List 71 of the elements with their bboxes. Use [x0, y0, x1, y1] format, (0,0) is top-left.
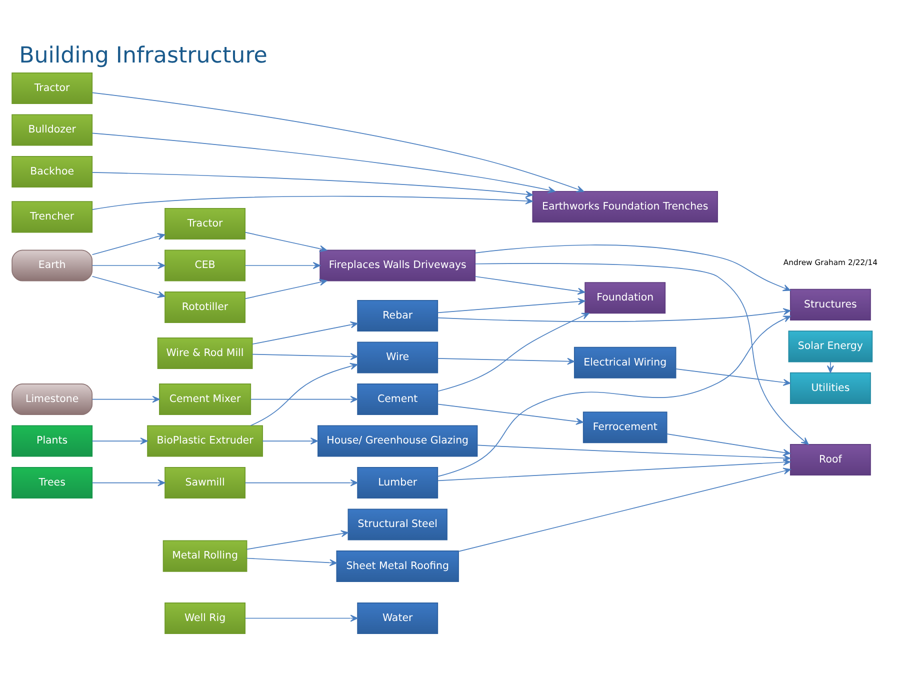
- arrow: [474, 244, 791, 292]
- node-box: Trencher: [12, 201, 93, 233]
- arrow: [244, 278, 328, 300]
- arrow: [437, 308, 791, 322]
- arrow: [437, 312, 590, 392]
- node-box: BioPlastic Extruder: [147, 425, 263, 457]
- node-box: Trees: [12, 467, 93, 499]
- arrow: [92, 196, 533, 210]
- node-box: Structures: [790, 288, 871, 320]
- node-box: Tractor: [12, 72, 93, 104]
- arrow: [437, 404, 584, 425]
- node-box: Bulldozer: [12, 114, 93, 146]
- arrow: [92, 132, 556, 194]
- node-box: Cement Mixer: [159, 384, 252, 416]
- arrow: [92, 396, 160, 403]
- arrow: [92, 172, 534, 198]
- node-box: Ferrocement: [582, 412, 668, 444]
- arrow: [244, 479, 358, 486]
- arrow: [92, 438, 148, 445]
- arrow: [244, 262, 320, 269]
- node-box: Wire & Rod Mill: [157, 338, 253, 370]
- node-box: Roof: [790, 444, 871, 476]
- arrow: [244, 614, 358, 622]
- node-box: Sawmill: [164, 467, 246, 499]
- arrow: [252, 321, 358, 345]
- node-box: Foundation: [584, 282, 666, 314]
- node-box: Metal Rolling: [162, 540, 248, 572]
- arrow: [676, 368, 791, 386]
- arrow: [474, 276, 586, 295]
- arrow: [437, 358, 575, 365]
- arrow: [246, 558, 338, 566]
- diagram-title: Building Infrastructure: [19, 42, 268, 69]
- arrow: [92, 262, 166, 269]
- node-box: Water: [357, 602, 438, 634]
- arrow: [262, 438, 318, 445]
- node-box: Tractor: [164, 208, 246, 240]
- node-box: Plants: [12, 425, 93, 457]
- node-box: Cement: [357, 384, 438, 416]
- arrow: [252, 353, 358, 360]
- node-box: Backhoe: [12, 156, 93, 188]
- node-box: Electrical Wiring: [574, 346, 676, 378]
- node-box: Lumber: [357, 467, 438, 499]
- arrow: [474, 263, 809, 445]
- arrow: [244, 232, 328, 252]
- node-box: Well Rig: [164, 602, 246, 634]
- arrow: [250, 396, 358, 403]
- arrow: [826, 362, 834, 373]
- node-box: CEB: [164, 250, 246, 282]
- arrow: [250, 362, 358, 426]
- node-box: Earth: [12, 250, 93, 282]
- node-box: Utilities: [790, 372, 871, 404]
- arrow: [92, 233, 166, 256]
- arrow: [92, 479, 166, 486]
- node-box: House/ Greenhouse Glazing: [318, 425, 478, 457]
- node-box: Earthworks Foundation Trenches: [532, 190, 718, 222]
- arrow: [666, 433, 790, 456]
- arrow: [437, 298, 586, 314]
- node-box: Structural Steel: [348, 508, 448, 540]
- node-box: Limestone: [12, 384, 93, 416]
- arrow: [458, 468, 791, 552]
- node-box: Wire: [357, 342, 438, 374]
- arrow: [92, 92, 584, 192]
- node-box: Fireplaces Walls Driveways: [320, 250, 476, 282]
- node-box: Rototiller: [164, 292, 246, 324]
- node-box: Solar Energy: [788, 330, 873, 362]
- arrow: [437, 458, 791, 482]
- node-box: Rebar: [357, 300, 438, 332]
- arrow: [246, 530, 349, 550]
- node-box: Sheet Metal Roofing: [336, 550, 459, 582]
- arrow: [92, 276, 166, 298]
- label: Andrew Graham 2/22/14: [783, 258, 878, 267]
